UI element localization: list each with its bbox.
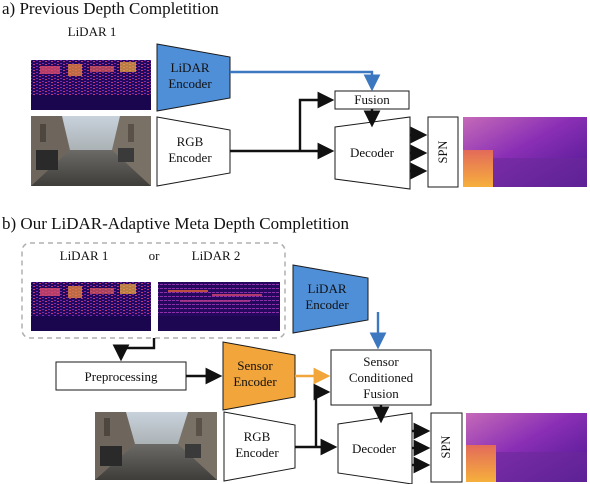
lidar-sparse-image-a: [31, 41, 151, 110]
rgb-encoder-b-line1: RGB: [244, 429, 271, 444]
rgb-encoder-b: [223, 411, 296, 482]
section-a-heading: a) Previous Depth Completition: [2, 0, 219, 18]
rgb-encoder-b-line2: Encoder: [235, 445, 279, 460]
sensor-fusion-line1: Sensor: [363, 354, 399, 369]
sensor-encoder: [222, 341, 296, 411]
preprocessing-label: Preprocessing: [85, 369, 158, 384]
rgb-encoder-a-line2: Encoder: [168, 150, 212, 165]
lidar-encoder-b-line2: Encoder: [305, 297, 349, 312]
lidar-encoder-a: [156, 43, 231, 112]
rgb-image-a: [31, 116, 151, 186]
arrow-inputs-to-preprocessing: [112, 338, 156, 362]
rgb-encoder-a-line1: RGB: [177, 134, 204, 149]
arrow-lidar-to-fusion-a: [230, 70, 381, 92]
spn-box-a: [427, 116, 459, 188]
decoder-a: [334, 116, 411, 190]
lidar-encoder-a-line2: Encoder: [168, 76, 212, 91]
sensor-conditioned-fusion-box: [330, 349, 432, 406]
lidar-encoder-b-line1: LiDAR: [308, 281, 347, 296]
arrow-rgb-to-fusion-b: [313, 383, 331, 447]
sensor-fusion-line3: Fusion: [363, 386, 399, 401]
sensor-encoder-line2: Encoder: [233, 374, 277, 389]
section-b-lidar1-label: LiDAR 1: [60, 248, 109, 263]
lidar-sparse-image-b1: [31, 265, 151, 331]
sensor-encoder-line1: Sensor: [237, 358, 273, 373]
spn-a-label: SPN: [436, 141, 450, 164]
lidar-encoder-a-line1: LiDAR: [171, 60, 210, 75]
section-b-heading: b) Our LiDAR-Adaptive Meta Depth Complet…: [2, 214, 350, 233]
decoder-a-label: Decoder: [350, 145, 395, 160]
fusion-a-label: Fusion: [354, 92, 390, 107]
lidar-encoder-b: [292, 264, 369, 334]
section-a-lidar-label: LiDAR 1: [68, 24, 117, 39]
depth-output-a: [463, 117, 587, 187]
arrow-rgb-to-fusion-a: [298, 91, 335, 151]
section-b-lidar2-label: LiDAR 2: [192, 248, 241, 263]
rgb-encoder-a: [156, 116, 231, 187]
sensor-fusion-line2: Conditioned: [349, 370, 414, 385]
spn-box-b: [430, 412, 463, 483]
lidar-input-group: [21, 242, 286, 339]
spn-b-label: SPN: [439, 436, 453, 459]
depth-output-b: [466, 413, 587, 482]
lidar-sparse-image-b2: [158, 265, 280, 331]
decoder-b-label: Decoder: [352, 441, 397, 456]
rgb-image-b: [95, 412, 217, 480]
section-b-or-label: or: [149, 248, 161, 263]
